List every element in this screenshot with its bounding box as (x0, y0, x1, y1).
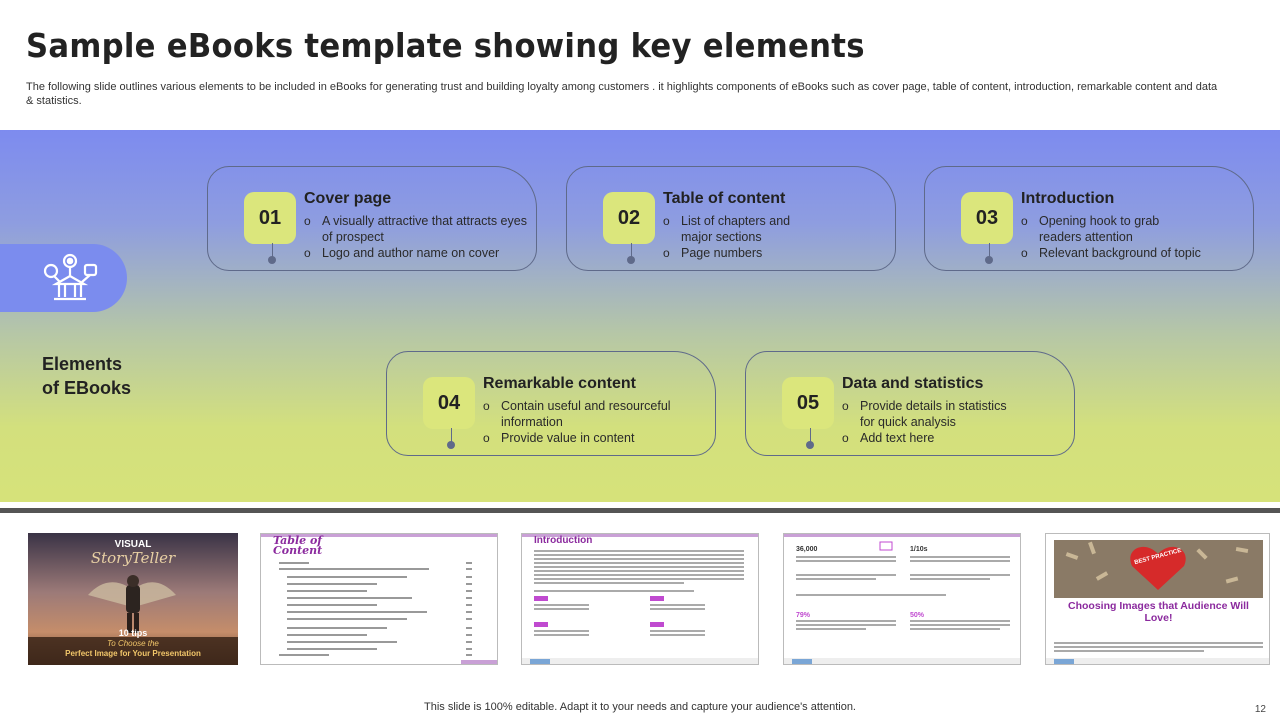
element-card-introduction: 03 Introduction Opening hook to grab rea… (924, 166, 1254, 271)
thumbnail-data-statistics: 36,000 1/10s 79% 50% (783, 533, 1021, 665)
card-bullet: Provide value in content (483, 430, 698, 446)
card-bullets: A visually attractive that attracts eyes… (304, 213, 529, 261)
card-bullets: Provide details in statistics for quick … (842, 398, 1017, 446)
card-title: Cover page (304, 190, 392, 207)
thumb-top-bar (261, 534, 497, 537)
band-divider (0, 502, 1280, 506)
card-title: Remarkable content (483, 375, 636, 392)
element-card-cover-page: 01 Cover page A visually attractive that… (207, 166, 537, 271)
card-number: 04 (423, 377, 475, 429)
card-connector (989, 243, 990, 260)
card-dot (268, 256, 276, 264)
thumb-stat-4: 50% (910, 612, 925, 619)
card-dot (806, 441, 814, 449)
page-title: Sample eBooks template showing key eleme… (26, 26, 865, 65)
page-subtitle: The following slide outlines various ele… (26, 81, 1218, 107)
icon-tab (0, 244, 127, 312)
card-dot (985, 256, 993, 264)
intro-lines-graphic (522, 550, 758, 664)
best-practice-image (1046, 540, 1269, 664)
thumb-top-bar (522, 534, 758, 537)
card-bullet: Provide details in statistics for quick … (842, 398, 1017, 430)
toc-lines-graphic (279, 562, 497, 664)
thumbnail-introduction: Introduction (521, 533, 759, 665)
card-connector (631, 243, 632, 260)
thumb-heading: Choosing Images that Audience Will Love! (1068, 600, 1249, 624)
footer-note: This slide is 100% editable. Adapt it to… (424, 701, 856, 713)
card-number: 03 (961, 192, 1013, 244)
band-rule (0, 508, 1280, 513)
card-number: 01 (244, 192, 296, 244)
element-card-remarkable-content: 04 Remarkable content Contain useful and… (386, 351, 716, 456)
card-dot (627, 256, 635, 264)
element-card-table-of-content: 02 Table of content List of chapters and… (566, 166, 896, 271)
card-connector (272, 243, 273, 260)
page-number: 12 (1254, 704, 1266, 715)
thumbnail-table-of-content: Table of Content (260, 533, 498, 665)
cover-thumb-line2: StoryTeller (90, 549, 176, 567)
cover-thumb-line3: 10 tips (118, 628, 148, 638)
thumb-heading: Introduction (534, 535, 593, 546)
elements-label-line1: Elements (42, 354, 123, 374)
card-bullet: Page numbers (663, 245, 813, 261)
card-bullet: Relevant background of topic (1021, 245, 1241, 261)
card-bullet: List of chapters and major sections (663, 213, 813, 245)
thumb-stat-2: 1/10s (910, 546, 928, 553)
card-bullet: A visually attractive that attracts eyes… (304, 213, 529, 245)
element-card-data-statistics: 05 Data and statistics Provide details i… (745, 351, 1075, 456)
thumbnail-cover-page: VISUAL StoryTeller 10 tips To Choose the… (28, 533, 238, 665)
card-number: 02 (603, 192, 655, 244)
thumb-top-bar (784, 534, 1020, 537)
card-dot (447, 441, 455, 449)
thumb-stat-3: 79% (796, 612, 811, 619)
stats-lines-graphic (784, 541, 1020, 664)
thumb-stat-1: 36,000 (796, 546, 818, 553)
thumb-heading: Table of Content (273, 534, 323, 557)
card-bullets: List of chapters and major sections Page… (663, 213, 813, 261)
card-bullets: Contain useful and resourceful informati… (483, 398, 698, 446)
card-connector (451, 428, 452, 445)
cover-thumb-line5: Perfect Image for Your Presentation (65, 649, 201, 658)
elements-label-line2: of EBooks (42, 378, 132, 398)
card-title: Table of content (663, 190, 786, 207)
card-number: 05 (782, 377, 834, 429)
thumbnail-best-practice: BEST PRACTICE Choosing Images that Audie… (1045, 533, 1270, 665)
card-bullet: Add text here (842, 430, 1017, 446)
card-bullet: Logo and author name on cover (304, 245, 529, 261)
elements-label: Elements of EBooks (42, 352, 131, 400)
cover-thumb-line4: To Choose the (107, 639, 159, 648)
card-bullets: Opening hook to grab readers attention R… (1021, 213, 1241, 261)
card-bullet: Opening hook to grab readers attention (1021, 213, 1181, 245)
card-title: Data and statistics (842, 375, 984, 392)
cover-thumbnail-image (28, 533, 238, 665)
card-title: Introduction (1021, 190, 1115, 207)
cover-thumb-line1: VISUAL (114, 539, 152, 550)
card-bullet: Contain useful and resourceful informati… (483, 398, 698, 430)
ebook-elements-icon (43, 253, 98, 301)
card-connector (810, 428, 811, 445)
